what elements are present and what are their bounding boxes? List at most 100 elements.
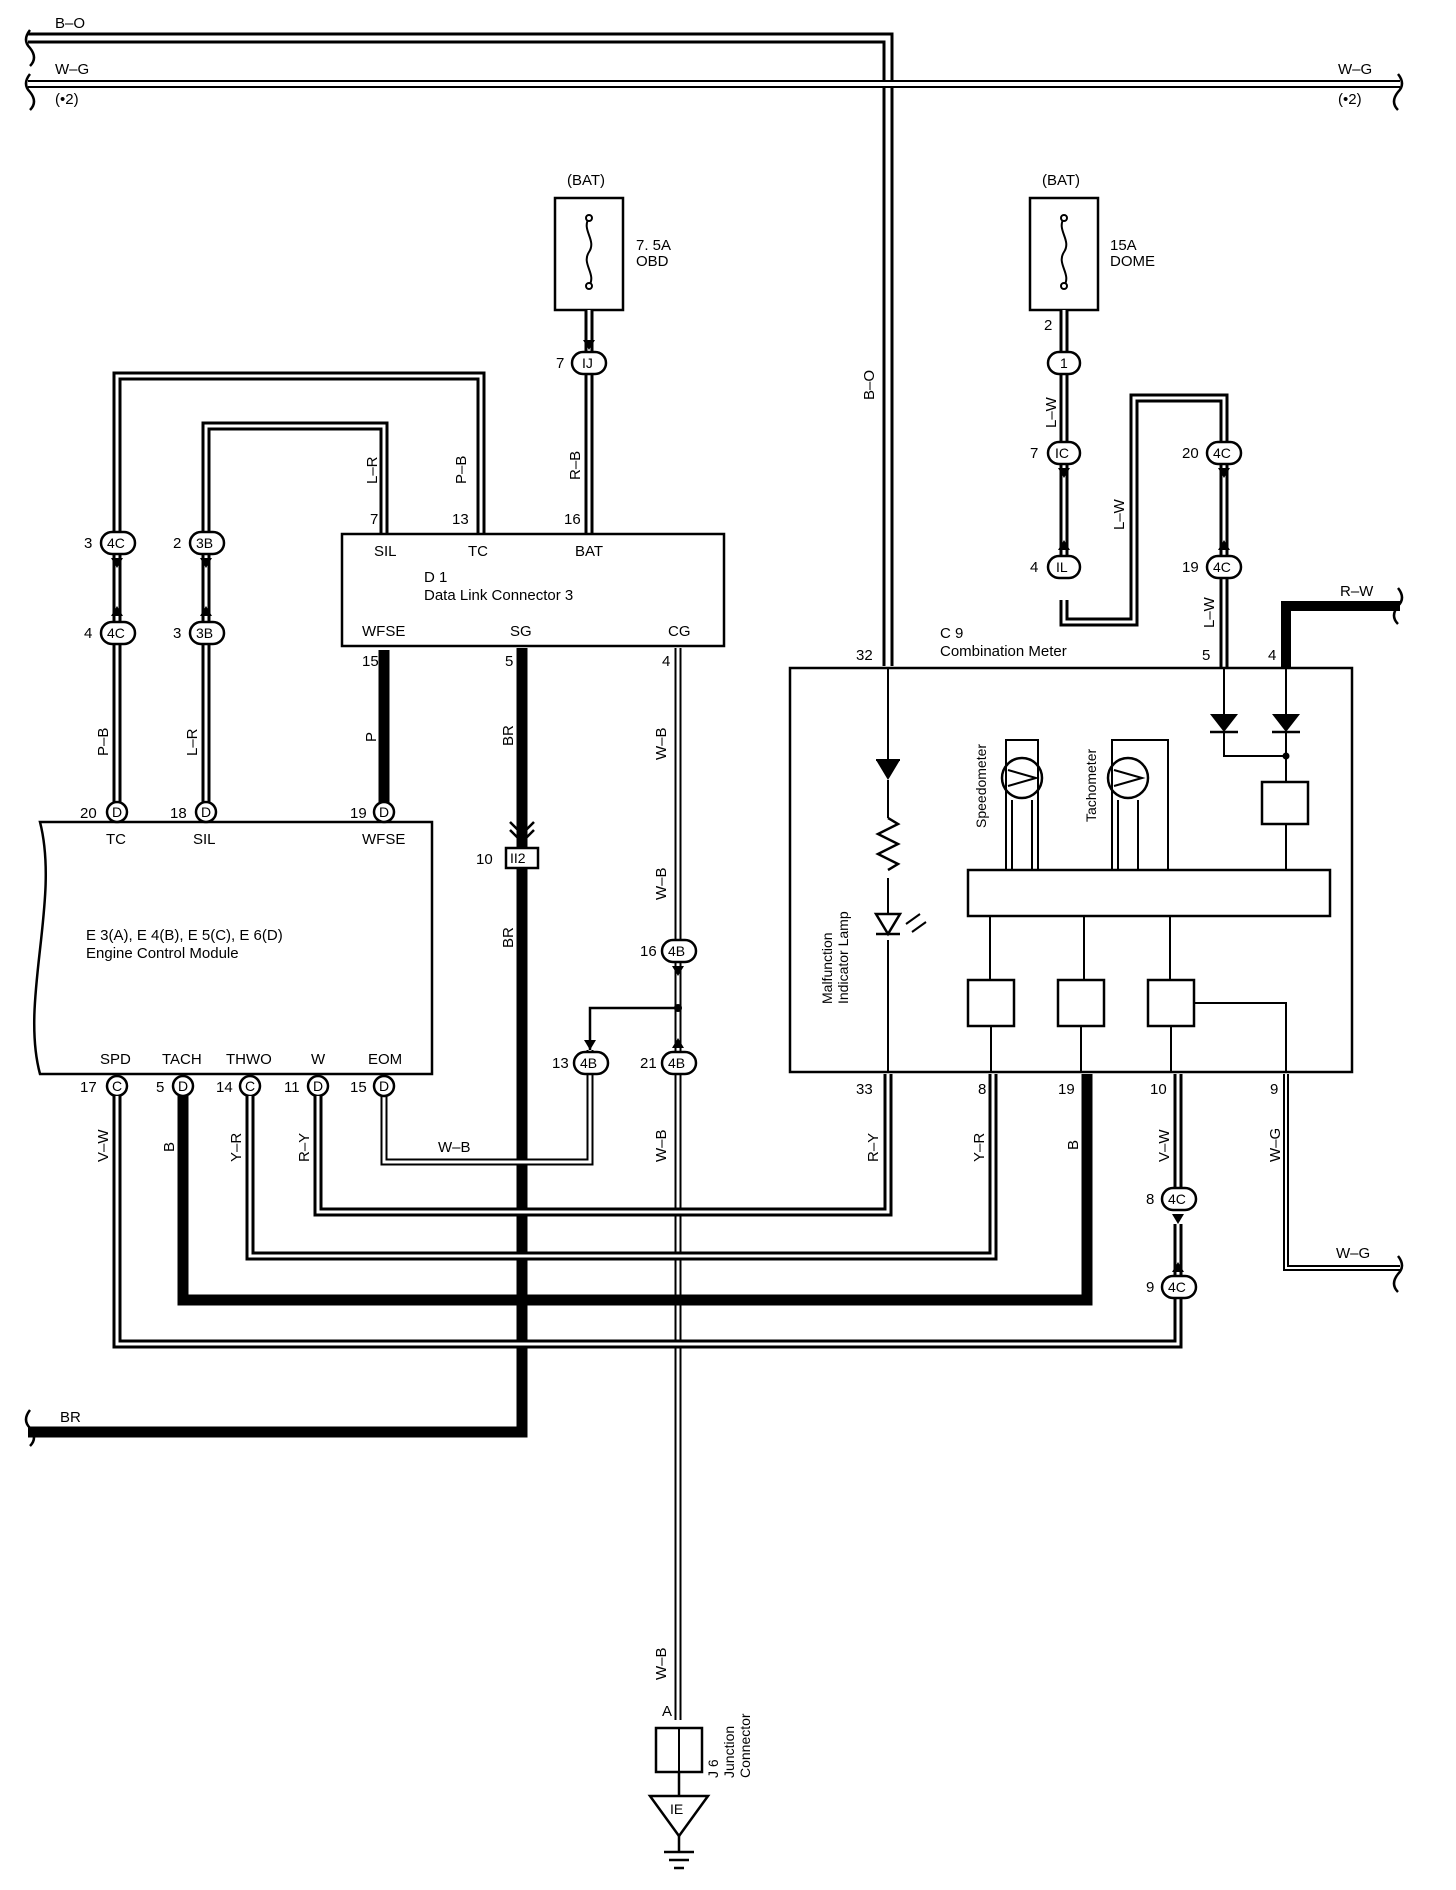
- svg-text:1: 1: [1060, 355, 1068, 371]
- wire-label-b-ecm: B: [161, 1142, 178, 1152]
- dlc-name: Data Link Connector 3: [424, 587, 573, 604]
- svg-text:Connector: Connector: [737, 1713, 753, 1778]
- svg-text:15: 15: [350, 1079, 367, 1096]
- svg-text:D: D: [112, 804, 122, 820]
- svg-text:32: 32: [856, 647, 873, 664]
- ecm-id: E 3(A), E 4(B), E 5(C), E 6(D): [86, 927, 283, 944]
- svg-text:8: 8: [978, 1081, 986, 1098]
- svg-text:3B: 3B: [196, 625, 213, 641]
- meter-id: C 9: [940, 625, 963, 642]
- connector-4b-13: 4B 13: [552, 1050, 610, 1076]
- svg-text:16: 16: [640, 943, 657, 960]
- wire-label-br-2: BR: [500, 927, 517, 948]
- svg-text:TACH: TACH: [162, 1051, 202, 1068]
- wire-label-wg-left: W–G: [55, 61, 89, 78]
- connector-4b-21: 4B 21: [640, 1050, 698, 1076]
- svg-text:3B: 3B: [196, 535, 213, 551]
- svg-text:19: 19: [350, 805, 367, 822]
- connector-3b-2: 3B 2: [173, 530, 226, 556]
- svg-text:4: 4: [1030, 559, 1038, 576]
- svg-text:2: 2: [1044, 317, 1052, 334]
- svg-text:WFSE: WFSE: [362, 623, 405, 640]
- speedometer-label: Speedometer: [973, 744, 989, 828]
- svg-text:4: 4: [84, 625, 92, 642]
- svg-text:2: 2: [173, 535, 181, 552]
- svg-text:7: 7: [556, 355, 564, 372]
- note-2-right: (•2): [1338, 91, 1362, 108]
- svg-text:9: 9: [1146, 1279, 1154, 1296]
- wire-label-br-1: BR: [500, 725, 517, 746]
- fuse-dome: (BAT) 15A DOME: [1028, 172, 1155, 312]
- svg-text:11: 11: [284, 1079, 300, 1096]
- fuse-dome-name: DOME: [1110, 253, 1155, 270]
- bus-bo: B–O B–O: [28, 15, 894, 666]
- wire-label-p: P: [363, 732, 380, 742]
- svg-text:THWO: THWO: [226, 1051, 272, 1068]
- connector-4b-16: 4B 16: [640, 938, 698, 964]
- svg-text:TC: TC: [468, 543, 488, 560]
- svg-text:14: 14: [216, 1079, 233, 1096]
- wire-label-bo: B–O: [55, 15, 85, 32]
- connector-4c-20: 4C 20: [1182, 440, 1243, 466]
- svg-text:4C: 4C: [1168, 1279, 1186, 1295]
- svg-text:4B: 4B: [580, 1055, 597, 1071]
- wire-label-b-meter: B: [1065, 1140, 1082, 1150]
- svg-text:Junction: Junction: [721, 1726, 737, 1778]
- svg-text:5: 5: [1202, 647, 1210, 664]
- connector-ii2: II2 10: [476, 846, 540, 870]
- svg-text:4B: 4B: [668, 1055, 685, 1071]
- wire-label-lr-ecm: L–R: [184, 728, 201, 756]
- svg-text:WFSE: WFSE: [362, 831, 405, 848]
- svg-text:3: 3: [173, 625, 181, 642]
- connector-4c-4: 4C 4: [84, 620, 137, 646]
- svg-text:15: 15: [362, 653, 379, 670]
- fuse-obd-name: OBD: [636, 253, 669, 270]
- dlc-id: D 1: [424, 569, 447, 586]
- svg-text:D: D: [313, 1078, 323, 1094]
- wire-label-wb-4: W–B: [653, 1647, 670, 1680]
- svg-text:5: 5: [505, 653, 513, 670]
- wire-label-vw-meter: V–W: [1156, 1129, 1173, 1162]
- ground-ie-label: IE: [670, 1801, 683, 1817]
- wire-label-br-3: BR: [60, 1409, 81, 1426]
- wire-label-vw-ecm: V–W: [95, 1129, 112, 1162]
- wire-label-yr-ecm: Y–R: [228, 1133, 245, 1162]
- note-2-left: (•2): [55, 91, 79, 108]
- data-link-connector-3: SIL TC BAT 7 13 16 D 1 Data Link Connect…: [340, 511, 726, 670]
- svg-text:13: 13: [452, 511, 469, 528]
- wire-label-wb-3: W–B: [653, 1129, 670, 1162]
- wire-label-lw-2: L–W: [1111, 498, 1128, 530]
- bus-wg: W–G (•2) W–G (•2): [28, 61, 1400, 108]
- svg-text:IL: IL: [1056, 559, 1068, 575]
- svg-text:TC: TC: [106, 831, 126, 848]
- svg-text:4C: 4C: [1213, 445, 1231, 461]
- svg-text:IJ: IJ: [582, 355, 593, 371]
- wire-label-pb-ecm: P–B: [95, 728, 112, 756]
- combination-meter: C 9 Combination Meter 32 5 4 33 8 19 10 …: [788, 625, 1354, 1098]
- svg-text:IC: IC: [1055, 445, 1069, 461]
- meter-name: Combination Meter: [940, 643, 1067, 660]
- engine-control-module: TC SIL WFSE 20 18 19 E 3(A), E 4(B), E 5…: [33, 805, 434, 1096]
- svg-text:SIL: SIL: [374, 543, 397, 560]
- connector-4c-9: 4C 9: [1146, 1274, 1198, 1300]
- svg-text:A: A: [662, 1703, 672, 1720]
- mil-label-1: Malfunction: [819, 932, 835, 1004]
- svg-text:4C: 4C: [107, 535, 125, 551]
- svg-text:9: 9: [1270, 1081, 1278, 1098]
- svg-text:J 6: J 6: [705, 1759, 721, 1778]
- svg-text:4B: 4B: [668, 943, 685, 959]
- connector-1: 1 2: [1044, 317, 1082, 376]
- connector-4c-8: 4C 8: [1146, 1186, 1198, 1212]
- svg-text:EOM: EOM: [368, 1051, 402, 1068]
- svg-text:SPD: SPD: [100, 1051, 131, 1068]
- wire-label-yr-meter: Y–R: [971, 1133, 988, 1162]
- wire-label-lw-1: L–W: [1043, 396, 1060, 428]
- svg-text:D: D: [379, 804, 389, 820]
- connector-il: IL 4: [1030, 554, 1082, 580]
- svg-text:4C: 4C: [1168, 1191, 1186, 1207]
- svg-text:20: 20: [1182, 445, 1199, 462]
- tachometer-label: Tachometer: [1083, 749, 1099, 822]
- wire-label-wg-bottom: W–G: [1336, 1245, 1370, 1262]
- svg-text:D: D: [201, 804, 211, 820]
- svg-text:D: D: [178, 1078, 188, 1094]
